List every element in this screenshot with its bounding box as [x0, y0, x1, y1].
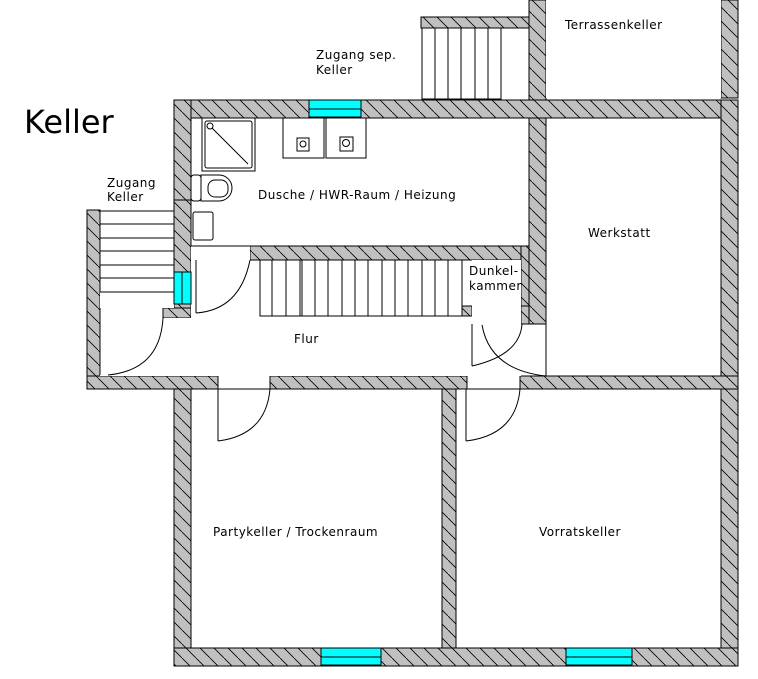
wall-stairs-top — [249, 245, 530, 261]
room-label-dunkelkammer-1: Dunkel- — [469, 264, 519, 278]
wall-flur-bottom-left — [86, 375, 219, 390]
door-vorrat — [465, 388, 521, 442]
windows — [173, 99, 633, 666]
wall-top — [173, 99, 739, 119]
access-label-sep-keller-2: Keller — [316, 63, 353, 77]
wall-bottom — [173, 647, 739, 667]
access-label-zugang-keller-1: Zugang — [107, 176, 157, 190]
room-label-werkstatt: Werkstatt — [588, 226, 651, 240]
stairs-main — [259, 259, 463, 317]
wall-flur-bottom-right — [519, 375, 739, 390]
toilet — [190, 174, 233, 202]
door-dunkel — [471, 323, 523, 367]
washbasin — [192, 211, 214, 241]
stairs-terrasse — [421, 27, 502, 100]
room-label-terrassenkeller: Terrassenkeller — [565, 18, 663, 32]
plan-title: Keller — [24, 103, 114, 141]
room-label-dunkelkammer-2: kammer — [469, 279, 522, 293]
wall-dunkel-stub-right — [520, 305, 530, 325]
wall-flur-bottom-mid — [269, 375, 468, 390]
access-label-zugang-keller-2: Keller — [107, 190, 144, 204]
room-label-dusche-hwr: Dusche / HWR-Raum / Heizung — [258, 188, 457, 202]
room-label-flur: Flur — [294, 332, 319, 346]
room-label-vorratskeller: Vorratskeller — [539, 525, 621, 539]
wall-hwr-werkstatt — [528, 117, 547, 325]
stairs-entrance — [99, 210, 175, 293]
wall-entrance-left — [86, 209, 101, 389]
wall-entrance-stub — [162, 307, 192, 319]
doors — [99, 259, 547, 442]
wall-stair-top — [420, 16, 530, 29]
wall-middle — [441, 388, 457, 649]
wall-party-left — [173, 388, 192, 667]
wall-terrasse-right — [720, 0, 739, 99]
access-label-sep-keller-1: Zugang sep. — [316, 48, 397, 62]
wall-dunkel-stub-left — [461, 305, 473, 317]
door-party — [217, 388, 271, 442]
door-entrance — [99, 317, 164, 376]
wall-terrasse-left — [528, 0, 547, 101]
door-werkstatt — [481, 324, 547, 377]
fixtures — [190, 117, 367, 241]
wall-left-narrow — [173, 199, 192, 273]
door-hwr — [195, 259, 251, 314]
room-label-partykeller: Partykeller / Trockenraum — [213, 525, 379, 539]
